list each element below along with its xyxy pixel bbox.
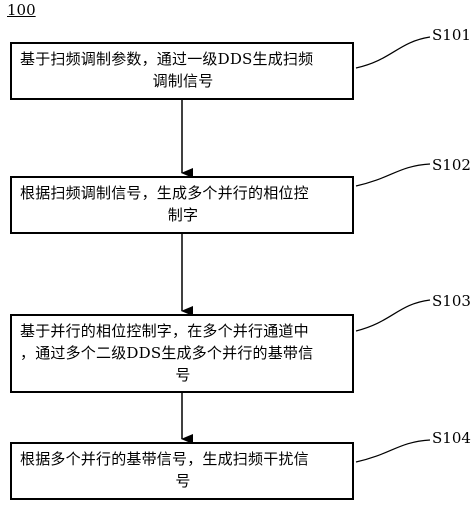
step-id-s101: S101 [432,26,471,44]
step-text: 根据多个并行的基带信号，生成扫频干扰信 [20,450,309,468]
step-text: 号 [175,366,191,384]
step-box-s103: 基于并行的相位控制字，在多个并行通道中 ，通过多个二级DDS生成多个并行的基带信… [10,314,354,393]
step-box-s102: 根据扫频调制信号，生成多个并行的相位控 制字 [10,176,354,234]
step-id-s103: S103 [432,292,471,310]
step-id-s102: S102 [432,156,471,174]
step-text: 根据扫频调制信号，生成多个并行的相位控 [20,184,309,202]
step-text: 制字 [167,206,199,224]
step-text: 调制信号 [152,72,214,90]
step-text: ，通过多个二级DDS生成多个并行的基带信 [20,344,314,362]
step-id-s104: S104 [432,429,471,447]
leader-s101 [355,36,431,69]
figure-label: 100 [7,1,36,19]
leader-s104 [355,439,431,463]
step-box-s101: 基于扫频调制参数，通过一级DDS生成扫频 调制信号 [10,42,354,100]
step-box-s104: 根据多个并行的基带信号，生成扫频干扰信 号 [10,442,354,500]
step-text: 基于扫频调制参数，通过一级DDS生成扫频 [20,50,314,68]
step-text: 号 [175,472,191,490]
leader-s103 [355,299,431,332]
step-text: 基于并行的相位控制字，在多个并行通道中 [20,322,309,340]
leader-s102 [355,163,431,187]
